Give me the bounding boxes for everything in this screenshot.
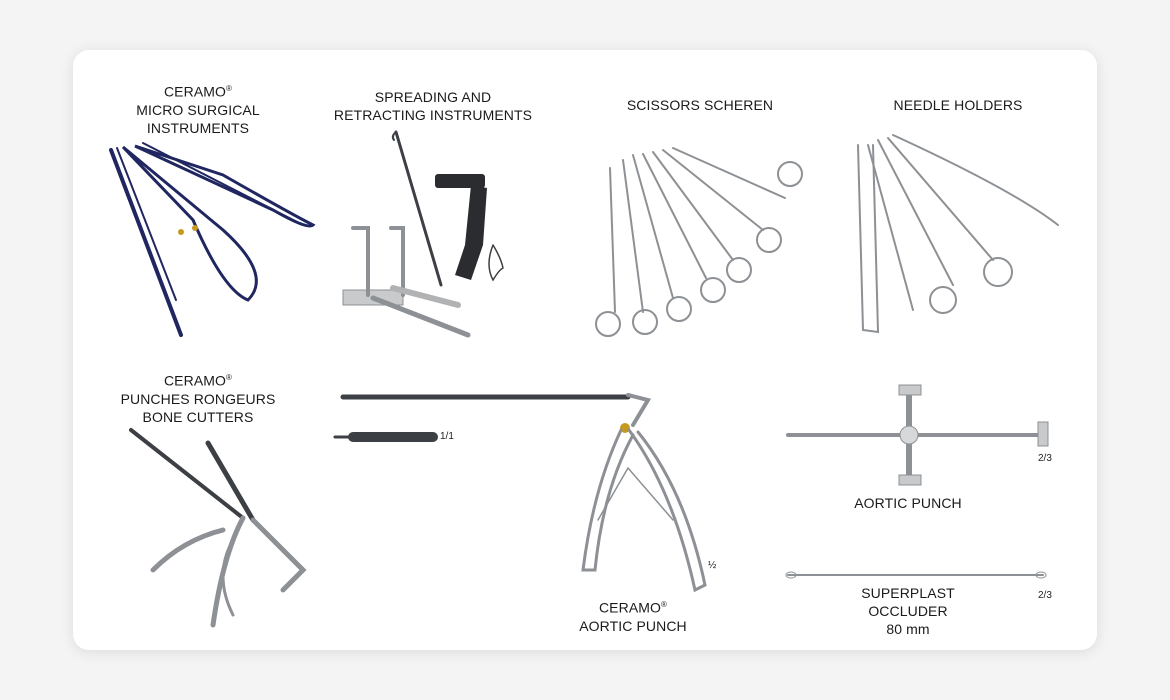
scale-aortic: 2/3 xyxy=(1038,453,1052,464)
scale-superplast: 2/3 xyxy=(1038,590,1052,601)
retractor-icon xyxy=(342,130,504,338)
instruments-illustration xyxy=(109,130,1059,628)
scale-full: 1/1 xyxy=(440,431,454,442)
scissors-label: SCISSORS SCHEREN xyxy=(626,97,774,113)
needle-holder-icon xyxy=(857,134,1059,334)
spreading-label: SPREADING AND RETRACTING INSTRUMENTS xyxy=(333,89,533,123)
superplast-label: SUPERPLAST OCCLUDER 80 mm xyxy=(861,585,955,637)
needle-label: NEEDLE HOLDERS xyxy=(893,97,1023,113)
micro-label: CERAMO® MICRO SURGICAL INSTRUMENTS xyxy=(136,83,260,136)
aortic-label: AORTIC PUNCH xyxy=(854,495,962,511)
scissors-icon xyxy=(595,147,803,337)
scale-half: ½ xyxy=(708,560,717,571)
aortic-punch-2-icon xyxy=(786,384,1049,486)
occluder-icon xyxy=(785,571,1047,579)
catalog-card: CERAMO® MICRO SURGICAL INSTRUMENTS SPREA… xyxy=(73,50,1097,650)
micro-forceps-icon xyxy=(109,142,316,337)
ceramo-aortic-label: CERAMO® AORTIC PUNCH xyxy=(579,599,687,634)
punches-label: CERAMO® PUNCHES RONGEURS BONE CUTTERS xyxy=(120,372,276,425)
rongeur-icon xyxy=(129,428,307,628)
aortic-punch-icon xyxy=(333,393,707,593)
